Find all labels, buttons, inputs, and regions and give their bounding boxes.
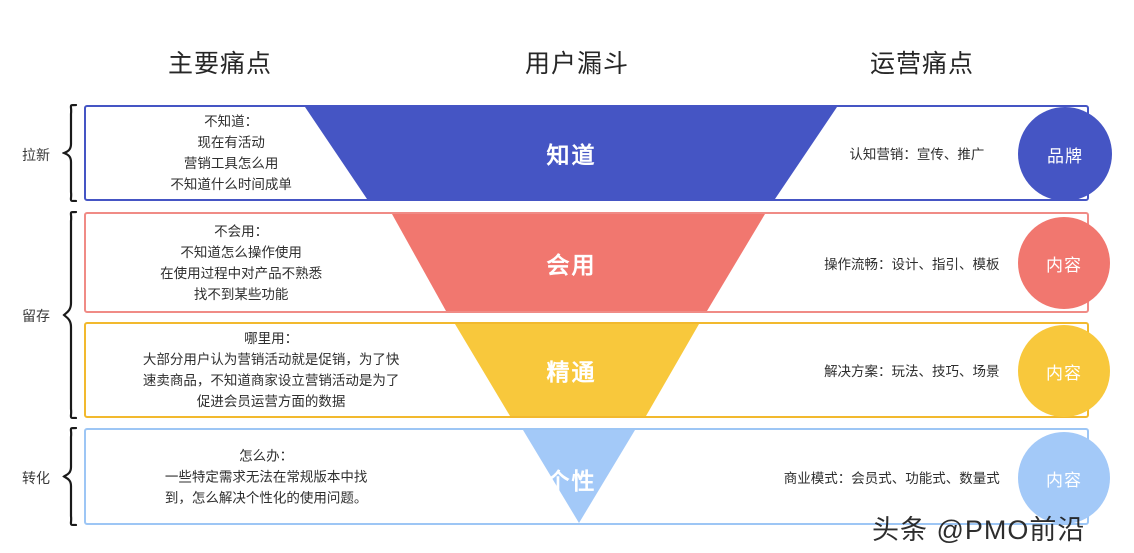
pain-line: 营销工具怎么用 [183, 156, 279, 171]
group-label-acquisition: 拉新 [22, 147, 50, 163]
outcome-circle-label: 内容 [1046, 363, 1082, 383]
column-header-user-funnel: 用户漏斗 [525, 50, 630, 78]
pain-line: 一些特定需求无法在常规版本中找 [164, 469, 368, 485]
pain-line: 大部分用户认为营销活动就是促销，为了快 [142, 352, 400, 367]
pain-title: 哪里用： [244, 331, 299, 346]
pain-text-know: 不知道： 现在有活动 营销工具怎么用 不知道什么时间成单 [170, 111, 292, 195]
stage-label-use: 会用 [546, 251, 597, 278]
pain-text-master: 哪里用： 大部分用户认为营销活动就是促销，为了快 速卖商品，不知道商家设立营销活… [143, 328, 400, 412]
pain-text-use: 不会用： 不知道怎么操作使用 在使用过程中对产品不熟悉 找不到某些功能 [160, 221, 322, 305]
outcome-circle-content-2[interactable]: 内容 [1018, 325, 1110, 417]
pain-line: 找不到某些功能 [193, 286, 289, 302]
funnel-row-know[interactable]: 知道 不知道： 现在有活动 营销工具怎么用 不知道什么时间成单 认知营销：宣传、… [84, 105, 1089, 201]
ops-text-personal: 商业模式：会员式、功能式、数量式 [783, 471, 1000, 487]
pain-line: 到，怎么解决个性化的使用问题。 [164, 490, 368, 506]
outcome-circle-content-1[interactable]: 内容 [1018, 217, 1110, 309]
stage-label-know: 知道 [546, 142, 597, 168]
ops-text-know: 认知营销：宣传、推广 [849, 147, 985, 162]
pain-line: 不知道什么时间成单 [170, 177, 292, 192]
column-header-operation-pain: 运营痛点 [870, 50, 975, 78]
group-label-conversion: 转化 [22, 470, 50, 486]
ops-text-master: 解决方案：玩法、技巧、场景 [824, 364, 1000, 379]
funnel-row-use[interactable]: 会用 不会用： 不知道怎么操作使用 在使用过程中对产品不熟悉 找不到某些功能 操… [84, 212, 1089, 313]
column-header-pain-points: 主要痛点 [168, 50, 273, 78]
stage-label-master: 精通 [546, 359, 597, 385]
outcome-circle-content-3[interactable]: 内容 [1018, 432, 1110, 524]
outcome-circle-label: 内容 [1046, 255, 1082, 275]
outcome-circle-label: 品牌 [1047, 146, 1083, 166]
brace-retention [62, 211, 78, 419]
outcome-circle-label: 内容 [1046, 470, 1082, 490]
pain-title: 不会用： [214, 223, 269, 239]
brace-conversion [62, 427, 78, 526]
pain-line: 促进会员运营方面的数据 [196, 394, 346, 409]
pain-line: 不知道怎么操作使用 [180, 244, 302, 260]
ops-text-use: 操作流畅：设计、指引、模板 [824, 256, 1000, 272]
pain-line: 速卖商品，不知道商家设立营销活动是为了 [142, 373, 400, 388]
pain-title: 怎么办： [239, 448, 294, 464]
group-label-retention: 留存 [22, 308, 50, 324]
stage-label-personal: 个性 [546, 468, 597, 495]
pain-title: 不知道： [204, 114, 259, 129]
pain-text-personal: 怎么办： 一些特定需求无法在常规版本中找 到，怎么解决个性化的使用问题。 [165, 446, 368, 509]
brace-acquisition [62, 104, 78, 202]
pain-line: 在使用过程中对产品不熟悉 [160, 265, 323, 281]
outcome-circle-brand[interactable]: 品牌 [1018, 107, 1112, 201]
pain-line: 现在有活动 [197, 135, 265, 150]
funnel-row-master[interactable]: 精通 哪里用： 大部分用户认为营销活动就是促销，为了快 速卖商品，不知道商家设立… [84, 322, 1089, 418]
watermark: 头条 @PMO前沿 [872, 515, 1086, 545]
